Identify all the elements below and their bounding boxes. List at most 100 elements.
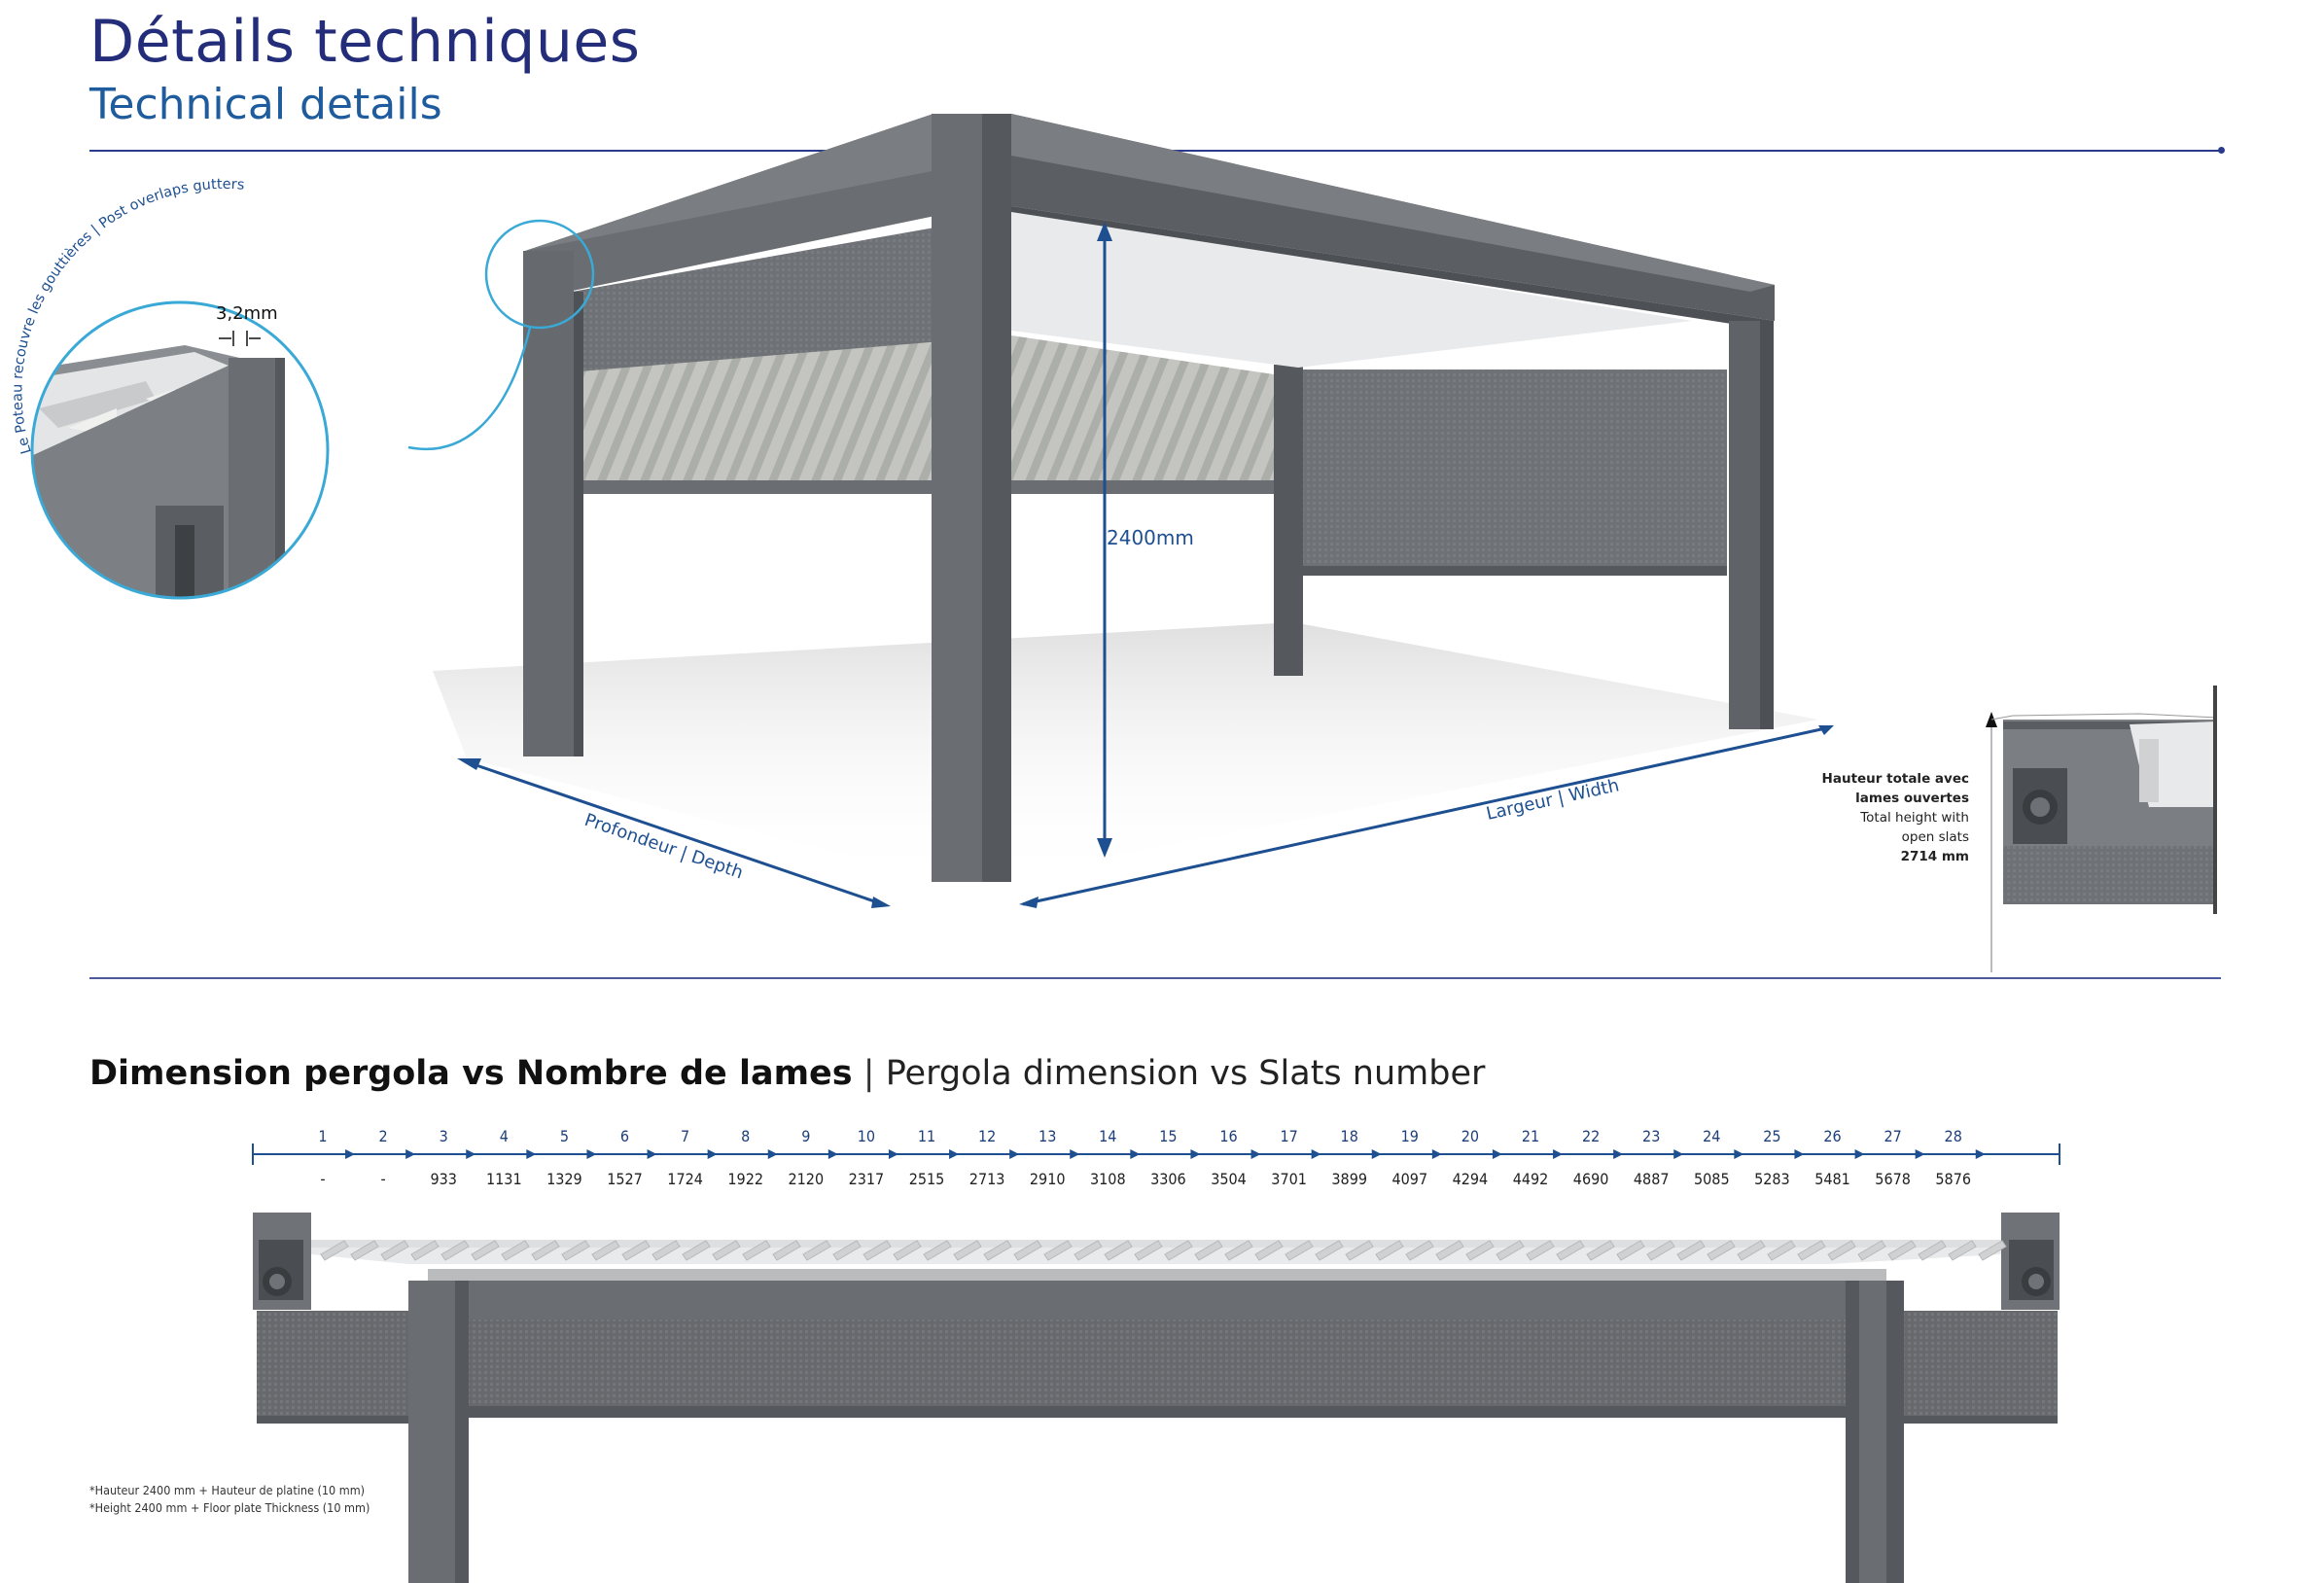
slat-blade xyxy=(953,1240,982,1261)
page-subtitle: Technical details xyxy=(89,80,442,129)
slat-blade xyxy=(1194,1240,1223,1261)
slat-blade xyxy=(1224,1240,1253,1261)
slat-blade xyxy=(1526,1240,1555,1261)
height-note-line: lames ouvertes xyxy=(1855,791,1969,806)
slat-blade xyxy=(651,1240,681,1261)
width-label: Largeur | Width xyxy=(1485,775,1622,825)
slat-dimension-26: 5481 xyxy=(1814,1170,1850,1188)
slat-dimension-16: 3504 xyxy=(1211,1170,1247,1188)
slat-count-28: 28 xyxy=(1945,1127,1962,1145)
slat-count-18: 18 xyxy=(1341,1127,1358,1145)
slat-blade xyxy=(1586,1240,1615,1261)
slats-title-en: Pergola dimension vs Slats number xyxy=(885,1054,1486,1093)
slat-count-4: 4 xyxy=(500,1127,509,1145)
slat-dimension-24: 5085 xyxy=(1694,1170,1730,1188)
slat-blade xyxy=(1887,1240,1917,1261)
slat-blade xyxy=(1797,1240,1826,1261)
side-screen-right xyxy=(1299,369,1727,574)
slat-dimension-7: 1724 xyxy=(667,1170,703,1188)
slat-arrow xyxy=(1492,1149,1502,1159)
slat-blade xyxy=(1616,1240,1645,1261)
height-dimension xyxy=(1097,222,1112,858)
slat-blade xyxy=(621,1240,651,1261)
thickness-mark xyxy=(219,331,261,346)
page-title: Détails techniques xyxy=(89,8,641,76)
slat-arrow xyxy=(526,1149,537,1159)
slat-count-21: 21 xyxy=(1522,1127,1539,1145)
slat-count-2: 2 xyxy=(379,1127,388,1145)
front-screen xyxy=(545,214,1011,379)
slat-blade xyxy=(832,1240,862,1261)
slat-blade xyxy=(1345,1240,1374,1261)
slat-arrow xyxy=(405,1149,416,1159)
slat-dimension-5: 1329 xyxy=(546,1170,582,1188)
section-divider xyxy=(89,977,2221,979)
slat-arrow xyxy=(888,1149,898,1159)
slats-title-fr: Dimension pergola vs Nombre de lames xyxy=(89,1054,853,1093)
height-label: 2400mm xyxy=(1107,526,1194,549)
slat-blade xyxy=(1164,1240,1193,1261)
slats-band xyxy=(545,335,1274,491)
slat-arrow xyxy=(586,1149,597,1159)
thickness-label: 3,2mm xyxy=(216,303,278,324)
slat-blade xyxy=(1375,1240,1404,1261)
slat-arrow xyxy=(1915,1149,1925,1159)
slat-count-12: 12 xyxy=(978,1127,996,1145)
slat-blade xyxy=(1707,1240,1736,1261)
slats-arrows xyxy=(345,1149,1986,1159)
slat-blade xyxy=(410,1240,440,1261)
slat-dimension-8: 1922 xyxy=(727,1170,763,1188)
slat-blade xyxy=(893,1240,922,1261)
slat-dimension-4: 1131 xyxy=(486,1170,522,1188)
slat-blade xyxy=(1254,1240,1284,1261)
slat-arrow xyxy=(949,1149,960,1159)
slat-count-17: 17 xyxy=(1280,1127,1297,1145)
slat-arrow xyxy=(647,1149,657,1159)
slat-blade xyxy=(1013,1240,1042,1261)
slat-dimension-9: 2120 xyxy=(788,1170,824,1188)
slat-arrow xyxy=(1854,1149,1865,1159)
slat-blade xyxy=(1315,1240,1344,1261)
slat-blade xyxy=(1857,1240,1886,1261)
slat-arrow xyxy=(1734,1149,1744,1159)
slat-arrow xyxy=(767,1149,778,1159)
slat-count-3: 3 xyxy=(440,1127,448,1145)
slat-count-11: 11 xyxy=(918,1127,935,1145)
slat-blade xyxy=(320,1240,349,1261)
slat-dimension-6: 1527 xyxy=(607,1170,643,1188)
slat-blade xyxy=(1465,1240,1495,1261)
slat-blade xyxy=(712,1240,741,1261)
slat-arrow xyxy=(1975,1149,1986,1159)
slat-count-13: 13 xyxy=(1039,1127,1056,1145)
slats-axis xyxy=(252,1143,2060,1165)
slat-dimension-21: 4492 xyxy=(1513,1170,1549,1188)
post-left xyxy=(523,251,574,756)
slat-arrow xyxy=(1250,1149,1261,1159)
slat-count-7: 7 xyxy=(681,1127,689,1145)
slat-blade xyxy=(1737,1240,1766,1261)
slats-section-title: Dimension pergola vs Nombre de lames | P… xyxy=(89,1054,1485,1093)
slat-count-8: 8 xyxy=(741,1127,750,1145)
slat-count-27: 27 xyxy=(1884,1127,1901,1145)
slat-dimension-14: 3108 xyxy=(1090,1170,1126,1188)
slat-dimension-15: 3306 xyxy=(1150,1170,1186,1188)
slat-blade xyxy=(1978,1240,2007,1261)
back-post xyxy=(1274,365,1303,676)
height-note-line: open slats xyxy=(1901,829,1969,845)
slat-arrow xyxy=(1190,1149,1201,1159)
slat-arrow xyxy=(1130,1149,1141,1159)
slat-blade xyxy=(1496,1240,1525,1261)
roof-top-edge xyxy=(525,114,1775,292)
slat-blade xyxy=(983,1240,1012,1261)
slat-arrow xyxy=(1553,1149,1564,1159)
slat-blade xyxy=(1827,1240,1856,1261)
slat-blade xyxy=(863,1240,892,1261)
footnote: *Hauteur 2400 mm + Hauteur de platine (1… xyxy=(89,1482,370,1517)
callout-marker xyxy=(484,219,595,330)
slat-blade xyxy=(742,1240,771,1261)
slat-dimension-19: 4097 xyxy=(1391,1170,1427,1188)
detail-zoom-border xyxy=(30,300,330,600)
slat-arrow xyxy=(1673,1149,1684,1159)
slat-arrow xyxy=(1794,1149,1805,1159)
